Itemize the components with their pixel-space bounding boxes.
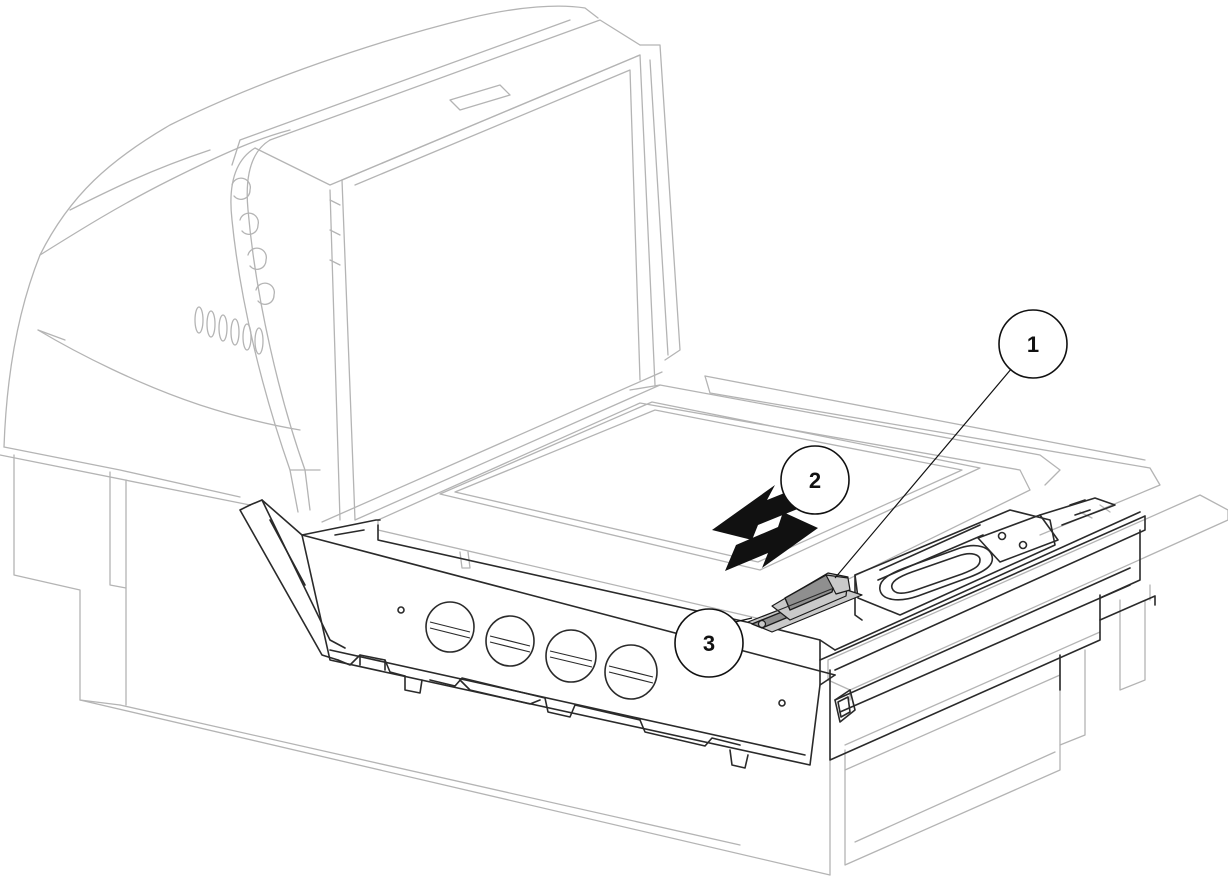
horizontal-platter-ghost [377, 375, 1161, 621]
leader-line-3 [734, 617, 753, 623]
latch-clip-part [747, 572, 863, 633]
scanner-tower-ghost [0, 5, 681, 523]
cable-holes [425, 601, 658, 700]
callout-3: 3 [674, 608, 753, 678]
callout-1-label: 1 [1027, 332, 1039, 357]
callout-3-circle [674, 608, 744, 678]
callout-2-label: 2 [809, 468, 821, 493]
callout-2-circle [780, 445, 850, 515]
callout-1: 1 [834, 309, 1068, 579]
callout-2: 2 [780, 445, 850, 515]
callout-3-label: 3 [703, 631, 715, 656]
leader-line-1 [834, 367, 1013, 579]
hood-buttons [231, 177, 275, 305]
callout-1-circle [998, 309, 1068, 379]
scanner-base-ghost [13, 454, 1146, 876]
vent-slots [194, 306, 264, 355]
arrow-right-icon [725, 512, 818, 571]
